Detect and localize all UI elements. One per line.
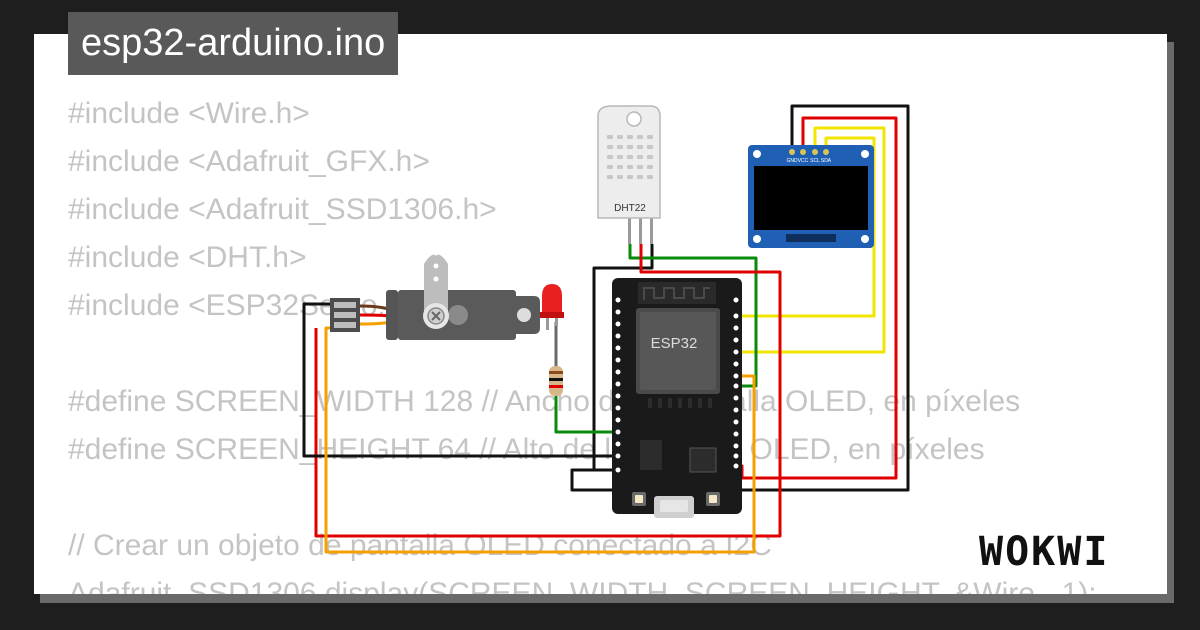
code-line: #include <DHT.h> bbox=[68, 241, 307, 274]
wire-oled-sda bbox=[736, 136, 876, 318]
dht22-sensor: DHT22 bbox=[597, 105, 661, 244]
wire-oled-gnd bbox=[570, 104, 910, 492]
code-line: #include <Wire.h> bbox=[68, 97, 310, 130]
servo-motor bbox=[330, 250, 540, 340]
wire-dht-gnd bbox=[592, 244, 654, 472]
page-title: esp32-arduino.ino bbox=[68, 12, 399, 75]
wokwi-logo: WOKWI bbox=[979, 529, 1109, 575]
code-line: #include <Adafruit_SSD1306.h> bbox=[68, 193, 497, 226]
red-led bbox=[540, 284, 564, 330]
dht22-label: DHT22 bbox=[614, 203, 646, 214]
svg-text:WOKWI: WOKWI bbox=[979, 529, 1109, 575]
wire-oled-scl bbox=[736, 126, 886, 354]
wire-servo-gnd bbox=[302, 302, 612, 458]
wire-dht-data bbox=[628, 244, 758, 388]
oled-pin-label: VCC bbox=[798, 158, 809, 164]
oled-display: GND VCC SCL SDA bbox=[748, 145, 874, 248]
wire-servo-signal bbox=[324, 326, 756, 554]
wire-dht-vcc bbox=[314, 244, 782, 538]
esp32-board: ESP32 bbox=[612, 278, 742, 518]
oled-pin-label: SDA bbox=[821, 158, 832, 164]
oled-pin-label: SCL bbox=[810, 158, 820, 164]
wires bbox=[302, 104, 910, 554]
code-line: #include <Adafruit_GFX.h> bbox=[68, 145, 430, 178]
esp32-label: ESP32 bbox=[651, 335, 698, 352]
resistor bbox=[549, 366, 563, 396]
wire-resistor-esp bbox=[554, 396, 614, 434]
oled-pin-label: GND bbox=[786, 158, 798, 164]
code-line: Adafruit_SSD1306 display(SCREEN_WIDTH, S… bbox=[68, 577, 1097, 594]
